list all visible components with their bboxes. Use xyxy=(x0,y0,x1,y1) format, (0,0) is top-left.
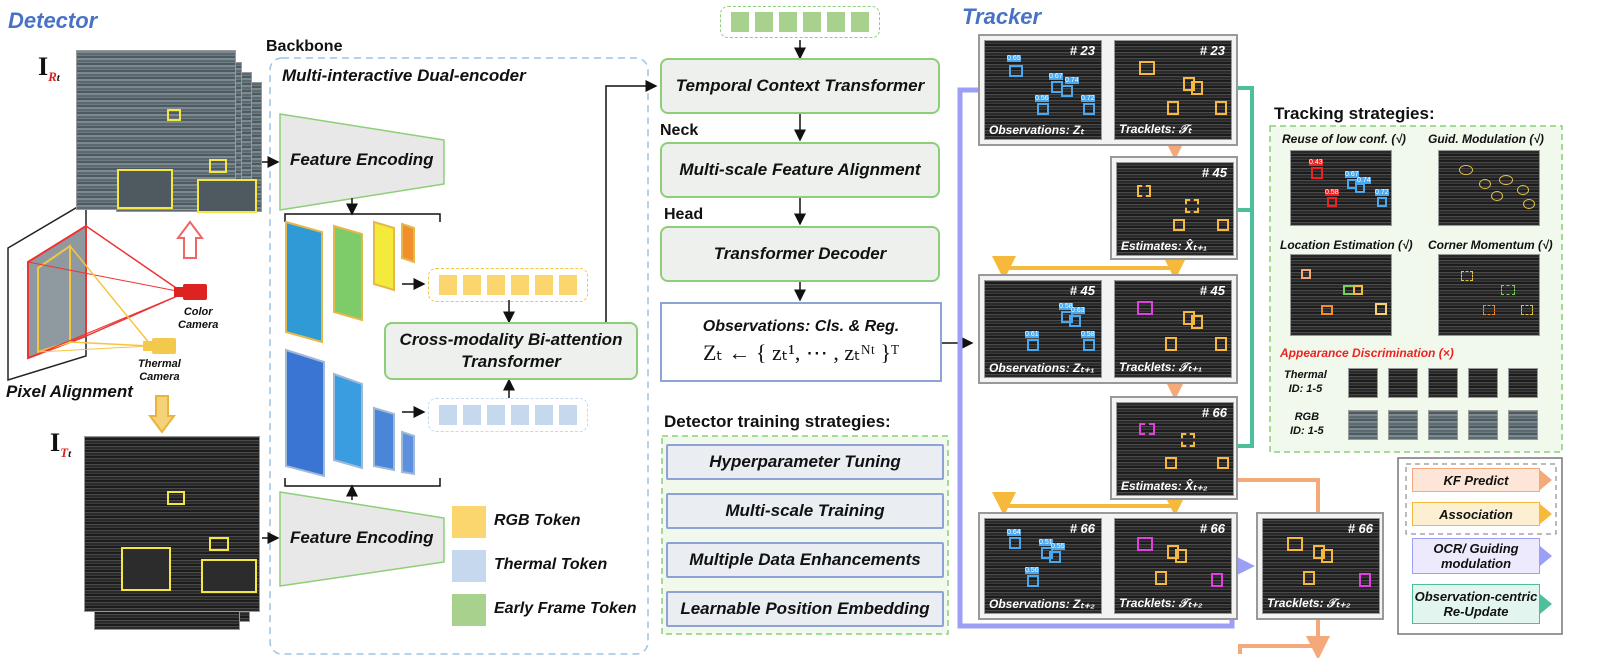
early-frame-token-label: Early Frame Token xyxy=(494,600,637,617)
tracking-strategies-title: Tracking strategies: xyxy=(1274,104,1435,123)
backbone-region xyxy=(269,57,649,655)
tracklets-frame-2: # 45 Tracklets: 𝒯ₜ₊₁ xyxy=(1114,280,1232,378)
observations-frame-2: # 45 0.58 0.63 0.61 0.58 Observations: Z… xyxy=(984,280,1102,378)
thermal-input-image xyxy=(84,436,260,612)
legend-association-arrow-icon xyxy=(1540,504,1552,524)
corner-thumbnail xyxy=(1438,254,1540,336)
training-title: Detector training strategies: xyxy=(664,412,891,431)
temporal-context-transformer: Temporal Context Transformer xyxy=(660,58,940,114)
multiscale-feature-alignment: Multi-scale Feature Alignment xyxy=(660,142,940,198)
rgb-input-label: IRt xyxy=(38,52,60,85)
feature-encoding-bottom-shape xyxy=(279,491,445,587)
tracklets-frame-1: # 23 Tracklets: 𝒯ₜ xyxy=(1114,40,1232,140)
tracker-title: Tracker xyxy=(962,4,1042,29)
thermal-token-label: Thermal Token xyxy=(494,556,608,573)
training-item-position-embedding: Learnable Position Embedding xyxy=(666,591,944,627)
training-item-data-enhancement: Multiple Data Enhancements xyxy=(666,542,944,578)
feature-encoding-bottom-label: Feature Encoding xyxy=(290,528,434,547)
rgb-token-label: RGB Token xyxy=(494,512,581,529)
down-arrow-icon xyxy=(148,395,176,434)
appearance-label: Appearance Discrimination (×) xyxy=(1280,346,1454,360)
guid-label: Guid. Modulation (√) xyxy=(1428,132,1544,146)
thermal-token-swatch xyxy=(452,550,486,582)
location-thumbnail xyxy=(1290,254,1392,336)
neck-label: Neck xyxy=(660,122,699,139)
color-camera-icon xyxy=(174,284,207,300)
legend-reupdate-arrow-icon xyxy=(1540,594,1552,614)
legend-kf-predict: KF Predict xyxy=(1412,468,1540,492)
tracker-row-3: # 66 0.64 0.51 0.55 0.56 Observations: Z… xyxy=(978,512,1238,620)
detector-title: Detector xyxy=(8,8,98,33)
thermal-camera-icon xyxy=(143,338,176,354)
legend-ocr: OCR/ Guiding modulation xyxy=(1412,538,1540,574)
rgb-token-swatch xyxy=(452,506,486,538)
final-tracklets-panel: # 66 Tracklets: 𝒯ₜ₊₂ xyxy=(1256,512,1384,620)
estimates-panel-2: # 66 Estimates: X̂ₜ₊₂ xyxy=(1110,396,1238,500)
observations-title: Observations: Cls. & Reg. xyxy=(702,318,900,335)
estimates-panel-1: # 45 Estimates: X̂ₜ₊₁ xyxy=(1110,156,1238,260)
rgb-feature-maps xyxy=(285,220,415,344)
observations-formula: Zₜ ← { zₜ¹, ⋯ , zₜᴺᵗ }ᵀ xyxy=(702,340,899,365)
tracker-row-1: # 23 0.65 0.67 0.74 0.56 0.72 Observatio… xyxy=(978,34,1238,146)
legend-kf-arrow-icon xyxy=(1540,470,1552,490)
early-frame-token-swatch xyxy=(452,594,486,626)
feature-encoding-top-shape xyxy=(279,113,445,211)
observations-frame-3: # 66 0.64 0.51 0.55 0.56 Observations: Z… xyxy=(984,518,1102,614)
thermal-feature-maps xyxy=(285,348,415,478)
thermal-input-label: ITt xyxy=(50,428,72,461)
corner-label: Corner Momentum (√) xyxy=(1428,238,1553,252)
training-item-hyperparameter: Hyperparameter Tuning xyxy=(666,444,944,480)
training-item-multiscale: Multi-scale Training xyxy=(666,493,944,529)
legend-association: Association xyxy=(1412,502,1540,526)
tracker-row-2: # 45 0.58 0.63 0.61 0.58 Observations: Z… xyxy=(978,274,1238,384)
pixel-alignment-label: Pixel Alignment xyxy=(6,382,133,401)
early-frame-token-bar xyxy=(720,6,880,38)
feature-encoding-top-label: Feature Encoding xyxy=(290,150,434,169)
rgb-input-image xyxy=(76,50,257,213)
reuse-thumbnail: 0.43 0.67 0.74 0.58 0.72 xyxy=(1290,150,1392,226)
guid-thumbnail xyxy=(1438,150,1540,226)
backbone-label: Backbone xyxy=(266,38,343,55)
rgb-token-bar xyxy=(428,268,588,302)
dual-encoder-label: Multi-interactive Dual-encoder xyxy=(282,66,526,85)
up-arrow-icon xyxy=(176,220,204,259)
location-label: Location Estimation (√) xyxy=(1280,238,1413,252)
reuse-label: Reuse of low conf. (√) xyxy=(1282,132,1406,146)
head-label: Head xyxy=(664,206,704,223)
thermal-token-bar xyxy=(428,398,588,432)
legend-ocr-arrow-icon xyxy=(1540,546,1552,566)
observations-frame-1: # 23 0.65 0.67 0.74 0.56 0.72 Observatio… xyxy=(984,40,1102,140)
legend-reupdate: Observation-centric Re-Update xyxy=(1412,584,1540,624)
tracklets-frame-3: # 66 Tracklets: 𝒯ₜ₊₂ xyxy=(1114,518,1232,614)
transformer-decoder: Transformer Decoder xyxy=(660,226,940,282)
observations-output: Observations: Cls. & Reg. Zₜ ← { zₜ¹, ⋯ … xyxy=(660,302,942,382)
